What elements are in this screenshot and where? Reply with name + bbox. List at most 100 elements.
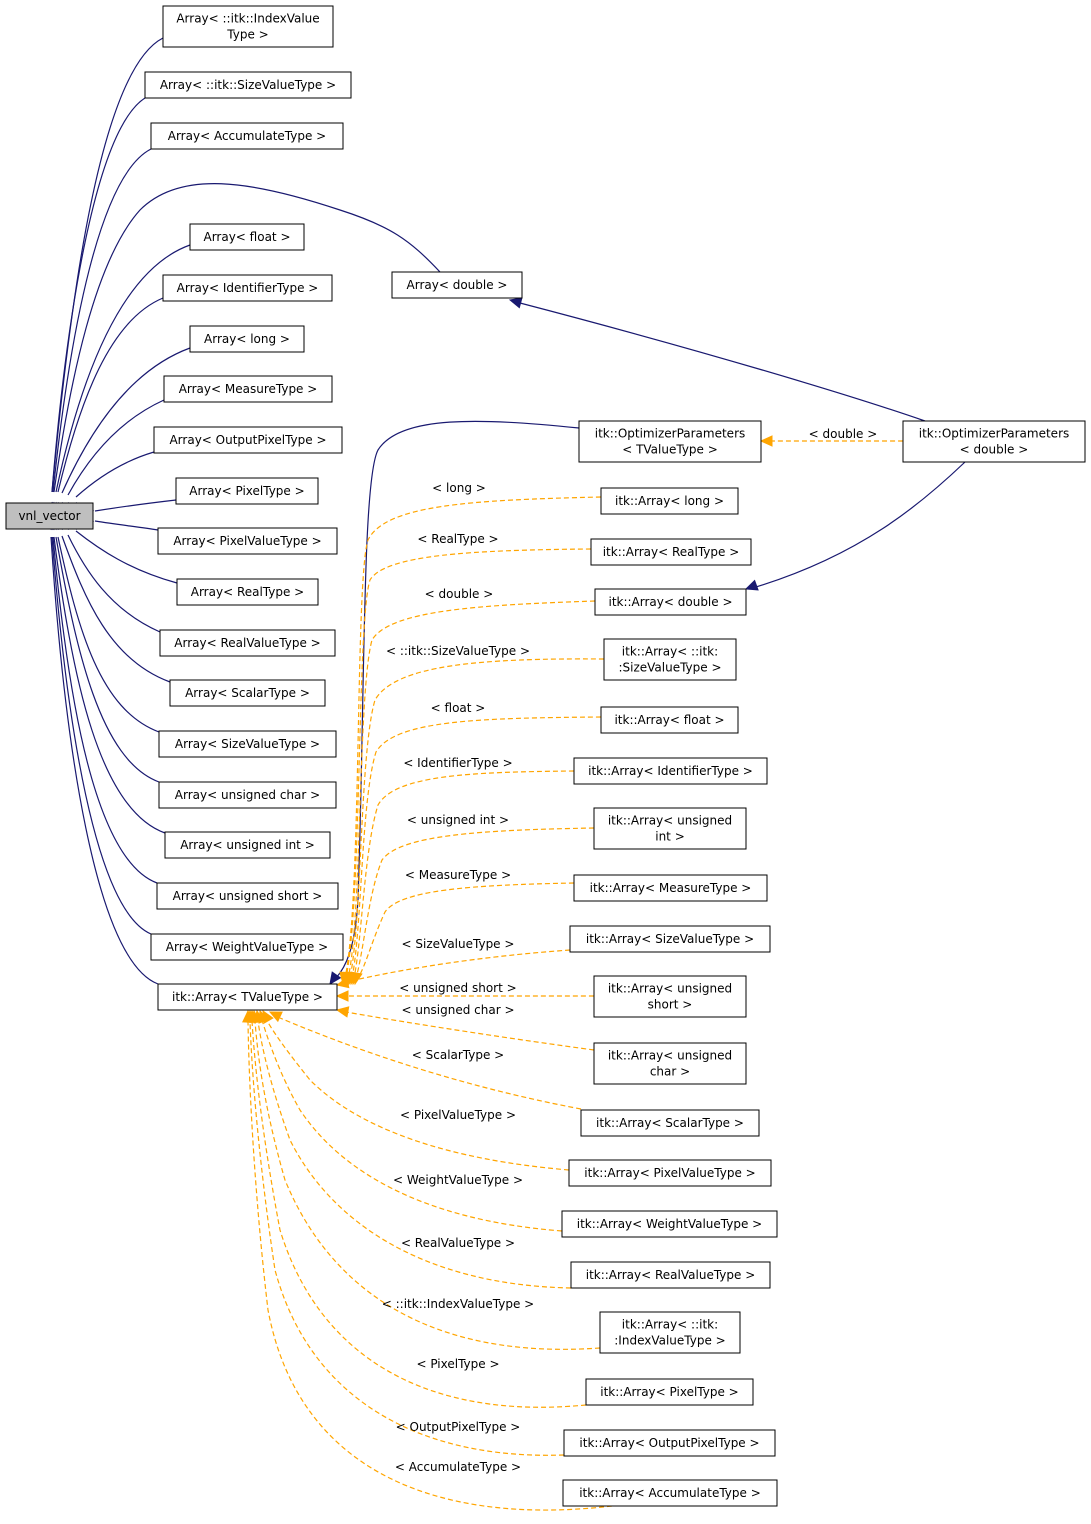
node-box — [573, 874, 768, 902]
edge-itk_optparams_double-to-array_double — [508, 297, 926, 422]
class-node-itk-array-pixel[interactable]: itk::Array< PixelType > — [585, 1378, 754, 1406]
node-label: itk::Array< WeightValueType > — [577, 1217, 762, 1231]
edge-itk_array_uchar-to-itk_array_tvalue: < unsigned char > — [335, 1003, 595, 1051]
edge-line — [345, 548, 592, 979]
edge-arrowhead — [335, 990, 349, 1002]
edge-label: < double > — [425, 587, 494, 601]
edge-label: < MeasureType > — [405, 868, 511, 882]
class-node-itk-optparams-tvalue[interactable]: itk::OptimizerParameters< TValueType > — [578, 420, 762, 463]
edge-label: < unsigned char > — [401, 1003, 514, 1017]
class-node-itk-optparams-double[interactable]: itk::OptimizerParameters< double > — [902, 420, 1086, 463]
class-node-array-sizevalue-ns[interactable]: Array< ::itk::SizeValueType > — [144, 71, 352, 99]
edge-line — [755, 461, 966, 588]
class-node-array-ushort[interactable]: Array< unsigned short > — [156, 882, 339, 910]
class-node-array-pixel[interactable]: Array< PixelType > — [175, 477, 319, 505]
class-node-array-accumulate[interactable]: Array< AccumulateType > — [150, 122, 344, 150]
class-node-array-uchar[interactable]: Array< unsigned char > — [158, 781, 337, 809]
class-node-array-scalar[interactable]: Array< ScalarType > — [169, 679, 326, 707]
class-node-array-weightvalue[interactable]: Array< WeightValueType > — [150, 933, 344, 961]
edge-itk_optparams_double-to-itk_optparams_tvalue: < double > — [759, 427, 903, 447]
node-label: :SizeValueType > — [618, 661, 721, 675]
node-box — [585, 1378, 754, 1406]
node-label: itk::Array< ::itk: — [622, 1318, 718, 1332]
node-label: itk::Array< OutputPixelType > — [579, 1436, 759, 1450]
node-label: < TValueType > — [622, 443, 718, 457]
class-node-itk-array-sizevalue[interactable]: itk::Array< SizeValueType > — [569, 925, 771, 953]
edge-label: < OutputPixelType > — [396, 1420, 521, 1434]
node-box — [5, 502, 94, 530]
class-node-vnl-vector[interactable]: vnl_vector — [5, 502, 94, 530]
class-node-array-measure[interactable]: Array< MeasureType > — [163, 375, 333, 403]
class-node-itk-array-tvalue[interactable]: itk::Array< TValueType > — [157, 983, 338, 1011]
class-node-array-outputpixel[interactable]: Array< OutputPixelType > — [153, 426, 343, 454]
class-node-array-real[interactable]: Array< RealType > — [176, 578, 319, 606]
edge-line — [345, 949, 571, 983]
edge-itk_array_ushort-to-itk_array_tvalue: < unsigned short > — [335, 981, 594, 1002]
edge-label: < unsigned short > — [399, 981, 516, 995]
edge-line — [50, 536, 159, 985]
node-label: Array< ::itk::IndexValue — [176, 12, 319, 26]
class-node-array-uint[interactable]: Array< unsigned int > — [164, 831, 331, 859]
edge-label: < RealValueType > — [401, 1236, 515, 1250]
edge-arrowhead — [351, 971, 363, 986]
class-node-itk-array-outputpixel[interactable]: itk::Array< OutputPixelType > — [563, 1429, 776, 1457]
node-box — [562, 1479, 778, 1507]
class-node-itk-array-pixelvalue[interactable]: itk::Array< PixelValueType > — [568, 1159, 772, 1187]
edge-array_weightvalue-to-vnl_vector — [45, 517, 152, 935]
edge-line — [355, 827, 595, 979]
class-node-itk-array-weightvalue[interactable]: itk::Array< WeightValueType > — [561, 1210, 778, 1238]
edge-line — [51, 536, 152, 935]
class-node-itk-array-accumulate[interactable]: itk::Array< AccumulateType > — [562, 1479, 778, 1507]
node-label: Array< long > — [204, 332, 290, 346]
node-label: Array< ScalarType > — [185, 686, 310, 700]
class-node-itk-array-double[interactable]: itk::Array< double > — [594, 588, 747, 616]
class-node-itk-array-measure[interactable]: itk::Array< MeasureType > — [573, 874, 768, 902]
edge-arrowhead — [242, 1009, 254, 1023]
class-node-itk-array-long[interactable]: itk::Array< long > — [600, 487, 739, 515]
class-node-array-pixelvalue[interactable]: Array< PixelValueType > — [157, 527, 338, 555]
node-label: itk::Array< MeasureType > — [590, 881, 752, 895]
edge-line — [349, 658, 605, 979]
node-label: Array< float > — [203, 230, 290, 244]
class-node-array-indexvalue[interactable]: Array< ::itk::IndexValueType > — [162, 5, 334, 48]
class-node-array-sizevalue[interactable]: Array< SizeValueType > — [158, 730, 337, 758]
node-box — [157, 527, 338, 555]
class-node-itk-array-indexvalue-ns[interactable]: itk::Array< ::itk::IndexValueType > — [599, 1311, 741, 1354]
class-node-array-float[interactable]: Array< float > — [189, 223, 305, 251]
node-box — [189, 223, 305, 251]
class-node-itk-array-identifier[interactable]: itk::Array< IdentifierType > — [573, 757, 768, 785]
class-node-array-realvalue[interactable]: Array< RealValueType > — [159, 629, 336, 657]
class-node-itk-array-realvalue[interactable]: itk::Array< RealValueType > — [570, 1261, 771, 1289]
edge-line — [254, 1020, 601, 1350]
edge-line — [52, 536, 158, 884]
class-node-itk-array-float[interactable]: itk::Array< float > — [600, 706, 739, 734]
class-node-itk-array-scalar[interactable]: itk::Array< ScalarType > — [580, 1109, 760, 1137]
node-label: Array< WeightValueType > — [166, 940, 328, 954]
node-label: Array< PixelValueType > — [173, 534, 321, 548]
node-box — [563, 1429, 776, 1457]
edge-array_measure-to-vnl_vector — [57, 399, 165, 516]
edge-itk_array_pixelvalue-to-itk_array_tvalue: < PixelValueType > — [262, 1009, 570, 1171]
edge-line — [61, 347, 191, 494]
node-box — [580, 1109, 760, 1137]
edge-itk_array_measure-to-itk_array_tvalue: < MeasureType > — [351, 868, 575, 986]
node-box — [150, 122, 344, 150]
node-label: vnl_vector — [18, 509, 80, 523]
class-node-array-double[interactable]: Array< double > — [391, 271, 523, 299]
class-node-itk-array-sizevalue-ns[interactable]: itk::Array< ::itk::SizeValueType > — [603, 638, 737, 681]
edge-itk_array_long-to-itk_array_tvalue: < long > — [339, 481, 602, 986]
edge-line — [55, 536, 160, 783]
node-box — [157, 983, 338, 1011]
node-box — [593, 975, 747, 1018]
node-box — [162, 5, 334, 48]
class-node-array-long[interactable]: Array< long > — [189, 325, 305, 353]
node-label: Array< double > — [407, 278, 508, 292]
node-box — [578, 420, 762, 463]
class-node-itk-array-real[interactable]: itk::Array< RealType > — [590, 538, 752, 566]
edge-arrowhead — [268, 1011, 283, 1023]
class-node-array-identifier[interactable]: Array< IdentifierType > — [162, 274, 333, 302]
edge-line — [249, 1020, 565, 1456]
